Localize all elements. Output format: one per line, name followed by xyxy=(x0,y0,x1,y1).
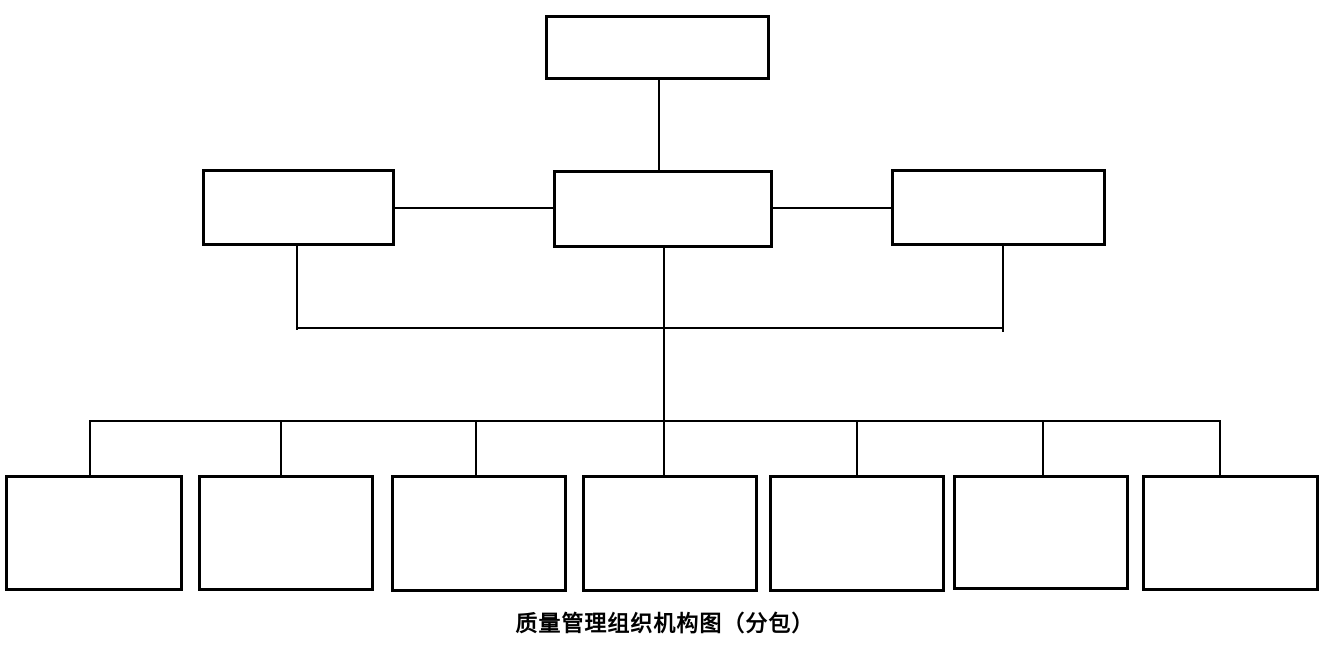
org-node-bottom-3 xyxy=(391,475,567,592)
org-node-center xyxy=(553,170,773,248)
connector-drop-bottom-2 xyxy=(280,420,282,475)
org-node-bottom-2 xyxy=(198,475,374,591)
org-node-bottom-4 xyxy=(582,475,758,592)
connector-distributor xyxy=(89,420,1221,422)
org-node-right xyxy=(891,169,1106,246)
connector-top-to-center xyxy=(658,80,660,170)
connector-right-drop xyxy=(1002,246,1004,332)
connector-left-drop xyxy=(296,246,298,330)
connector-drop-bottom-6 xyxy=(1042,420,1044,475)
org-node-left xyxy=(202,169,395,246)
connector-drop-bottom-7 xyxy=(1219,420,1221,475)
org-node-bottom-5 xyxy=(769,475,945,592)
connector-drop-bottom-3 xyxy=(475,420,477,475)
org-node-bottom-1 xyxy=(5,475,183,591)
diagram-caption: 质量管理组织机构图（分包） xyxy=(515,611,815,636)
org-node-bottom-6 xyxy=(953,475,1129,590)
connector-drop-bottom-5 xyxy=(856,420,858,475)
org-node-top xyxy=(545,15,770,80)
connector-tie-line xyxy=(296,327,1004,329)
connector-center-to-right xyxy=(773,207,891,209)
connector-drop-bottom-1 xyxy=(89,420,91,475)
connector-left-to-center xyxy=(395,207,553,209)
connector-center-trunk xyxy=(663,248,665,475)
org-node-bottom-7 xyxy=(1142,475,1319,591)
